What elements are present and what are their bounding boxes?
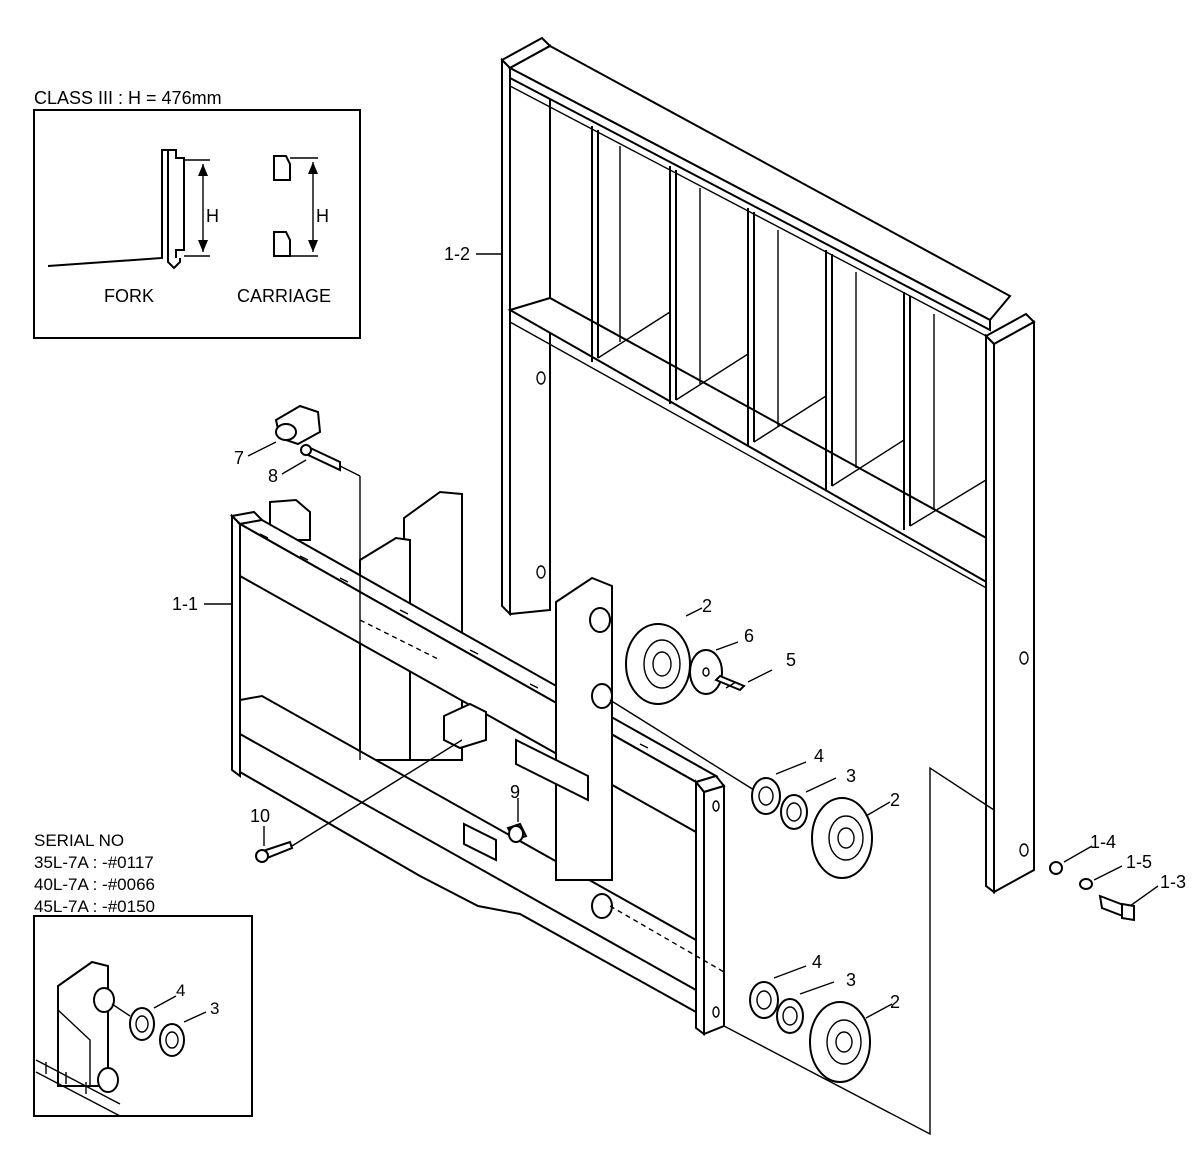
carriage-label: CARRIAGE (237, 286, 331, 306)
serial-title: SERIAL NO (34, 831, 124, 850)
callout-2-middle: 2 (890, 790, 900, 810)
callout-1-3: 1-3 (1160, 872, 1186, 892)
middle-roller-assembly (751, 777, 873, 879)
class-inset: CLASS III : H = 476mm H H FORK CARRIAGE (33, 88, 361, 339)
callout-3-lower: 3 (846, 970, 856, 990)
class-box-frame (33, 109, 361, 339)
class-title: CLASS III : H = 476mm (34, 88, 222, 108)
carriage-dim-label: H (316, 206, 329, 226)
serial-detail-drawing (35, 960, 207, 1117)
callout-5: 5 (786, 650, 796, 670)
serial-line-1: 35L-7A : -#0117 (34, 853, 154, 872)
serial-box-frame (33, 915, 253, 1117)
callout-1-4: 1-4 (1090, 832, 1116, 852)
callout-9: 9 (510, 782, 520, 802)
upper-roller-assembly (609, 623, 771, 801)
callout-2-upper: 2 (702, 596, 712, 616)
fork-label: FORK (104, 286, 154, 306)
callout-6: 6 (744, 626, 754, 646)
serial-inset: SERIAL NO 35L-7A : -#0117 40L-7A : -#006… (33, 831, 253, 1117)
callout-7: 7 (234, 448, 244, 468)
callout-3-middle: 3 (846, 766, 856, 786)
callout-4-middle: 4 (814, 746, 824, 766)
carriage-part-1-1 (229, 476, 726, 1036)
callout-2-lower: 2 (890, 992, 900, 1012)
callout-8: 8 (268, 466, 278, 486)
callout-labels: 1-2 1-1 2 6 5 4 3 2 1-4 1-5 1-3 4 3 2 9 … (172, 244, 1186, 1012)
serial-line-3: 45L-7A : -#0150 (34, 897, 155, 916)
serial-line-2: 40L-7A : -#0066 (34, 875, 155, 894)
callout-10: 10 (250, 806, 270, 826)
callout-4-lower: 4 (812, 952, 822, 972)
callout-1-1: 1-1 (172, 594, 198, 614)
serial-callout-3: 3 (210, 999, 219, 1018)
callout-1-2: 1-2 (444, 244, 470, 264)
carriage-profile-drawing: H (273, 155, 329, 257)
lower-roller-assembly (723, 766, 995, 1136)
serial-callout-4: 4 (176, 981, 185, 1000)
callout-leaders (204, 253, 1159, 1019)
small-parts (255, 404, 1135, 922)
load-backrest-part-1-2 (500, 36, 1036, 894)
fork-profile-drawing: H (47, 149, 219, 270)
fork-dim-label: H (206, 206, 219, 226)
callout-1-5: 1-5 (1126, 852, 1152, 872)
